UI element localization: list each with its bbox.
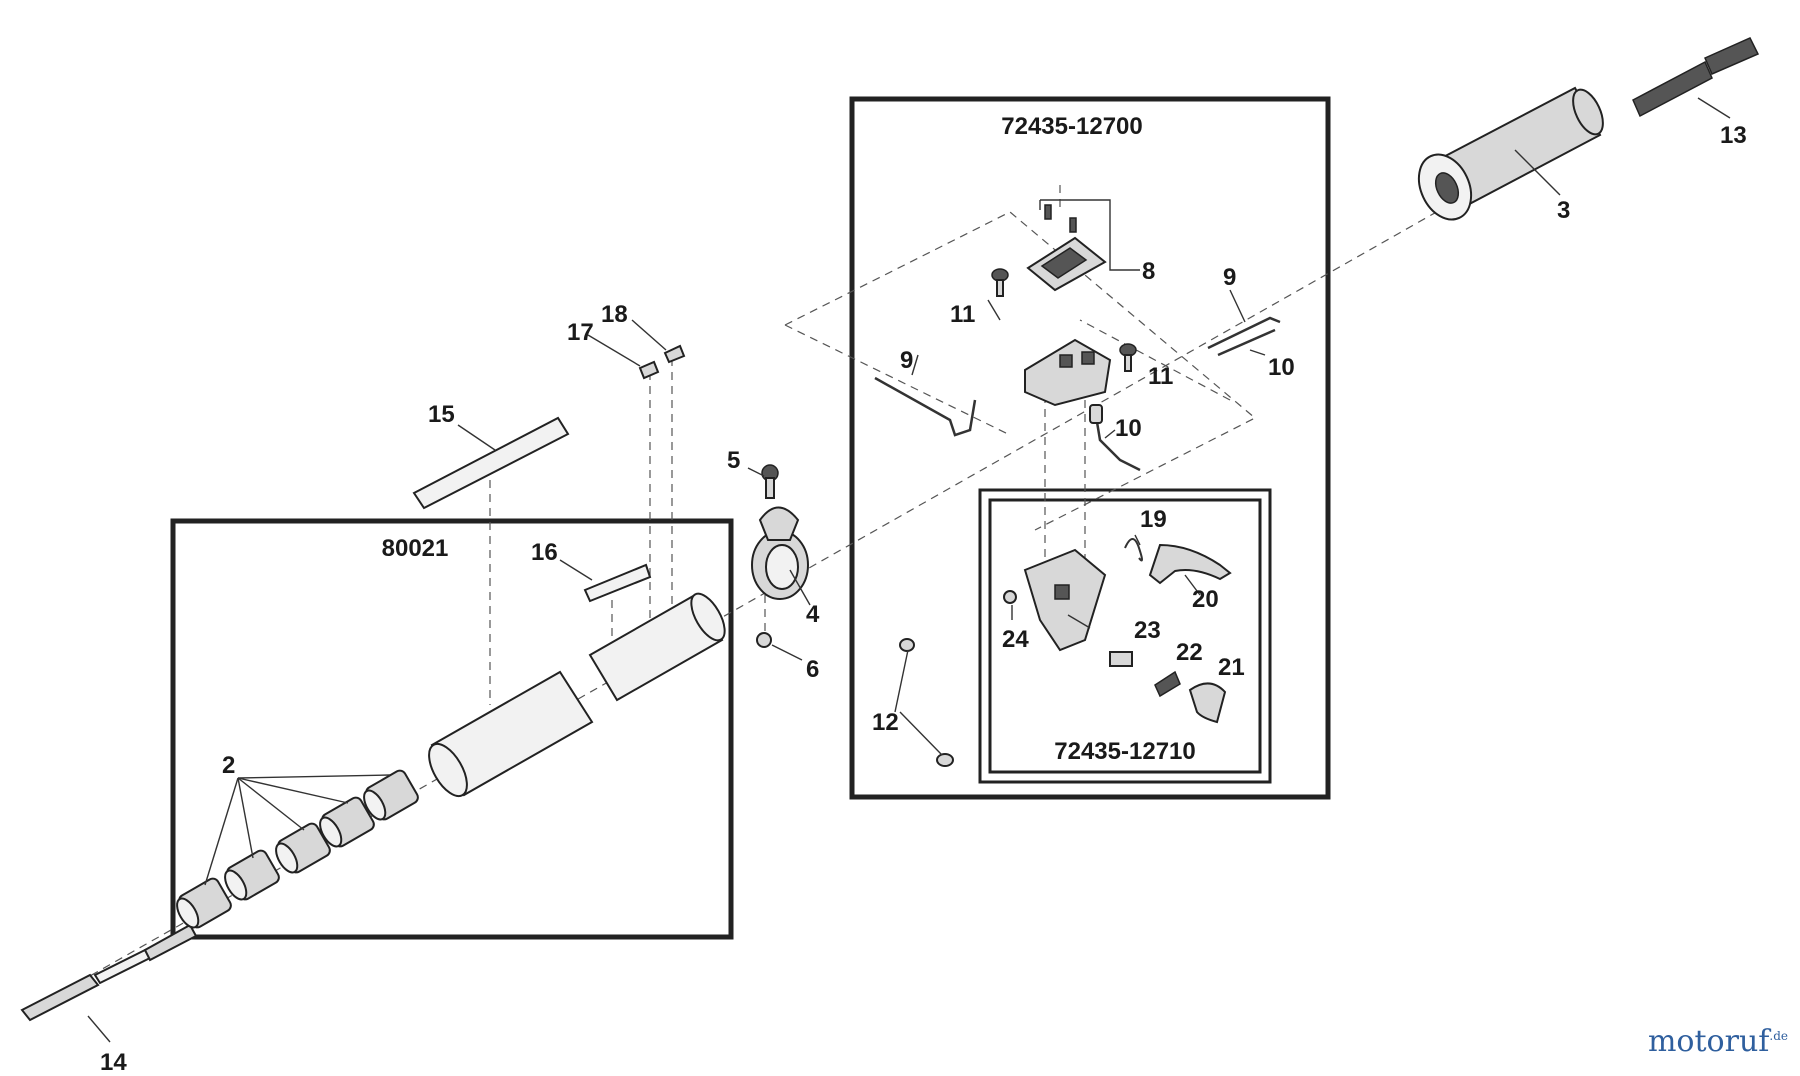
wire-9-right [1207,316,1281,350]
label-10-mid: 10 [1115,415,1142,442]
nut-12-lower [936,753,954,767]
clip-18 [663,344,686,364]
wire-9-left [874,376,977,437]
leader-2c [237,777,305,831]
watermark-tld: .de [1769,1029,1788,1043]
lock-lever-21 [1188,682,1227,724]
bracket-outline-edge [784,324,1011,436]
cover-plate [1026,204,1107,292]
leader-13 [1697,97,1731,119]
shaft-tube-lower [428,670,594,798]
leader-20 [1184,574,1201,596]
grip-spring [1632,37,1760,118]
screw-11-left [991,268,1009,297]
leader-5 [747,467,765,477]
grip-assembly-box [849,96,1331,800]
throttle-assembly-inner-box [988,498,1262,774]
label-8: 8 [1142,258,1155,285]
clamp-bracket [751,506,809,600]
label-14: 14 [100,1049,127,1071]
label-9-left: 9 [900,347,913,374]
label-23: 23 [1134,617,1161,644]
label-strip [412,416,570,510]
bracket-connector-line [1079,319,1231,401]
leader-2d [237,777,349,804]
throttle-housing [1023,548,1107,652]
label-24: 24 [1002,626,1029,653]
grip-tube [1417,86,1604,221]
leader-10-right [1249,349,1266,356]
label-21: 21 [1218,654,1245,681]
label-12: 12 [872,709,899,736]
label-17: 17 [567,319,594,346]
return-spring-19 [1124,538,1143,562]
leader-19 [1134,534,1141,546]
throttle-trigger [1148,543,1232,585]
small-sticker [583,563,652,603]
label-18: 18 [601,301,628,328]
leader-18 [631,319,667,351]
label-4: 4 [806,601,820,628]
leader-12a [894,649,909,713]
throttle-assembly-outer-box [978,488,1272,784]
grip-assembly-code: 72435-12700 [1001,113,1142,140]
watermark-logo: motoruf.de [1648,1024,1788,1059]
switch-housing [1024,338,1112,407]
drive-shaft-tip [20,923,198,1022]
label-15: 15 [428,401,455,428]
leader-23 [1067,614,1091,629]
label-11-right: 11 [1148,363,1173,390]
leader-6 [771,644,803,661]
clamp-bolt [761,464,779,499]
shaft-assembly-box [170,518,734,940]
label-13: 13 [1720,122,1747,149]
label-5: 5 [727,447,740,474]
spring-22 [1154,670,1181,698]
bracket-outline [784,211,1257,531]
clip-17 [638,360,660,380]
leader-8 [1040,199,1140,271]
label-6: 6 [806,656,819,683]
leader-9-left [911,354,919,376]
leader-3 [1514,149,1561,196]
label-22: 22 [1176,639,1203,666]
label-10-right: 10 [1268,354,1295,381]
leader-11-left [987,299,1001,321]
leader-16 [559,559,593,581]
shaft-assembly-code: 80021 [382,535,449,562]
label-19: 19 [1140,506,1167,533]
leader-2a [204,777,239,886]
label-20: 20 [1192,586,1219,613]
watermark-brand: motoruf [1647,1024,1770,1059]
label-3: 3 [1557,197,1570,224]
leader-17 [587,334,641,367]
shaft-tube-upper [588,592,726,702]
bearing-bushes [176,769,419,929]
connector-10 [1089,404,1103,424]
leader-9-right [1229,289,1246,323]
label-9-right: 9 [1223,264,1236,291]
leader-15 [457,424,496,451]
screw-11-right [1119,343,1137,372]
wire-10-mid [1093,409,1141,472]
leader-4 [789,569,811,606]
leader-12b [899,711,943,756]
label-11-left: 11 [950,301,975,328]
nut-12-upper [899,638,915,652]
label-2: 2 [222,752,235,779]
leader-2e [237,774,391,779]
leader-2b [237,777,254,859]
wire-10-right [1217,328,1276,357]
leader-14 [87,1015,111,1043]
pin-23 [1109,651,1133,667]
clamp-nut [756,632,772,648]
leader-10-mid [1104,429,1116,439]
throttle-assembly-code: 72435-12710 [1054,738,1195,765]
nut-24 [1003,590,1017,604]
label-16: 16 [531,539,558,566]
